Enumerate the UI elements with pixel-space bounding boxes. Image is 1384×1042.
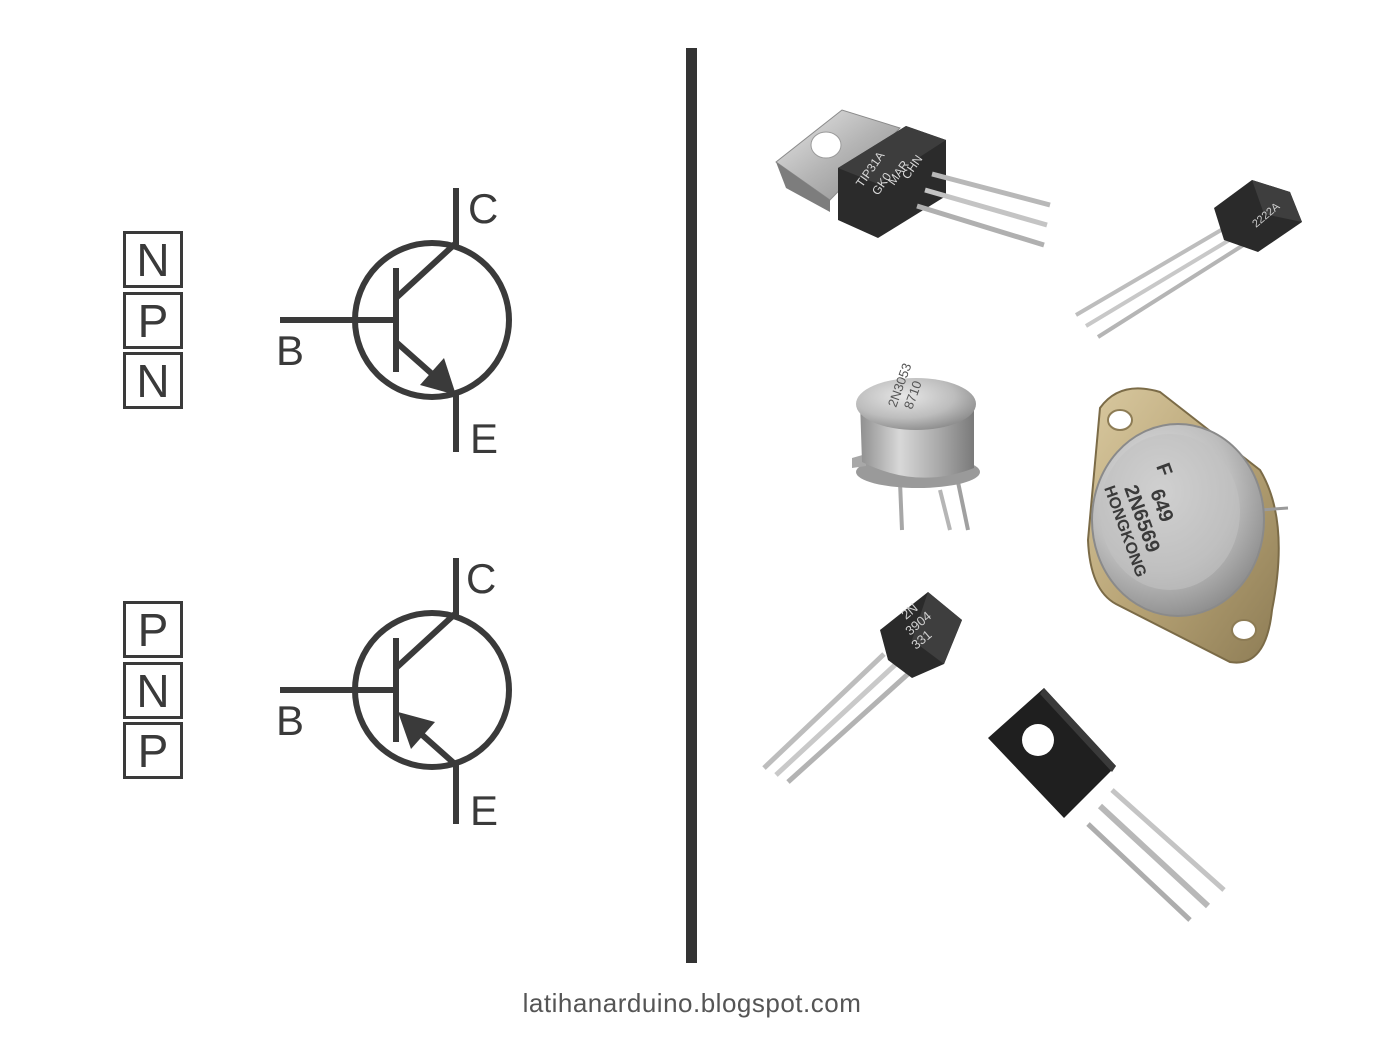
pnp-emitter-diagonal	[418, 730, 458, 768]
npn-emitter-arrow	[420, 358, 456, 395]
center-divider	[686, 48, 697, 963]
npn-layer-2: P	[123, 292, 183, 349]
photo-to92-large-transistor: 2N 3904 331	[762, 592, 962, 784]
pnp-emitter-arrow	[398, 712, 435, 749]
pnp-layer-2: N	[123, 662, 183, 719]
photo-to39-transistor: 2N3053 8710	[852, 361, 980, 531]
npn-collector-diagonal	[393, 240, 459, 301]
photo-to92-small-transistor: 2222A	[1074, 180, 1302, 339]
footer-site-url: latihanarduino.blogspot.com	[522, 988, 862, 1018]
pnp-collector-label: C	[466, 555, 497, 602]
photo-to220-transistor: TIP31A GK0 MAR CHN	[775, 109, 1051, 248]
photo-to126-transistor	[988, 688, 1226, 922]
npn-collector-label: C	[468, 185, 499, 232]
pnp-layer-1: P	[123, 601, 183, 658]
pnp-symbol	[280, 558, 512, 824]
npn-layer-3: N	[123, 352, 183, 409]
pnp-collector-diagonal	[393, 610, 459, 671]
npn-layer-1: N	[123, 231, 183, 288]
npn-emitter-label: E	[470, 415, 499, 462]
pnp-base-label: B	[276, 697, 305, 744]
pnp-emitter-label: E	[470, 787, 499, 834]
pnp-layer-3: P	[123, 722, 183, 779]
npn-base-label: B	[276, 327, 305, 374]
photo-to3-transistor: F 649 2N6569 HONGKONG	[1086, 387, 1289, 664]
